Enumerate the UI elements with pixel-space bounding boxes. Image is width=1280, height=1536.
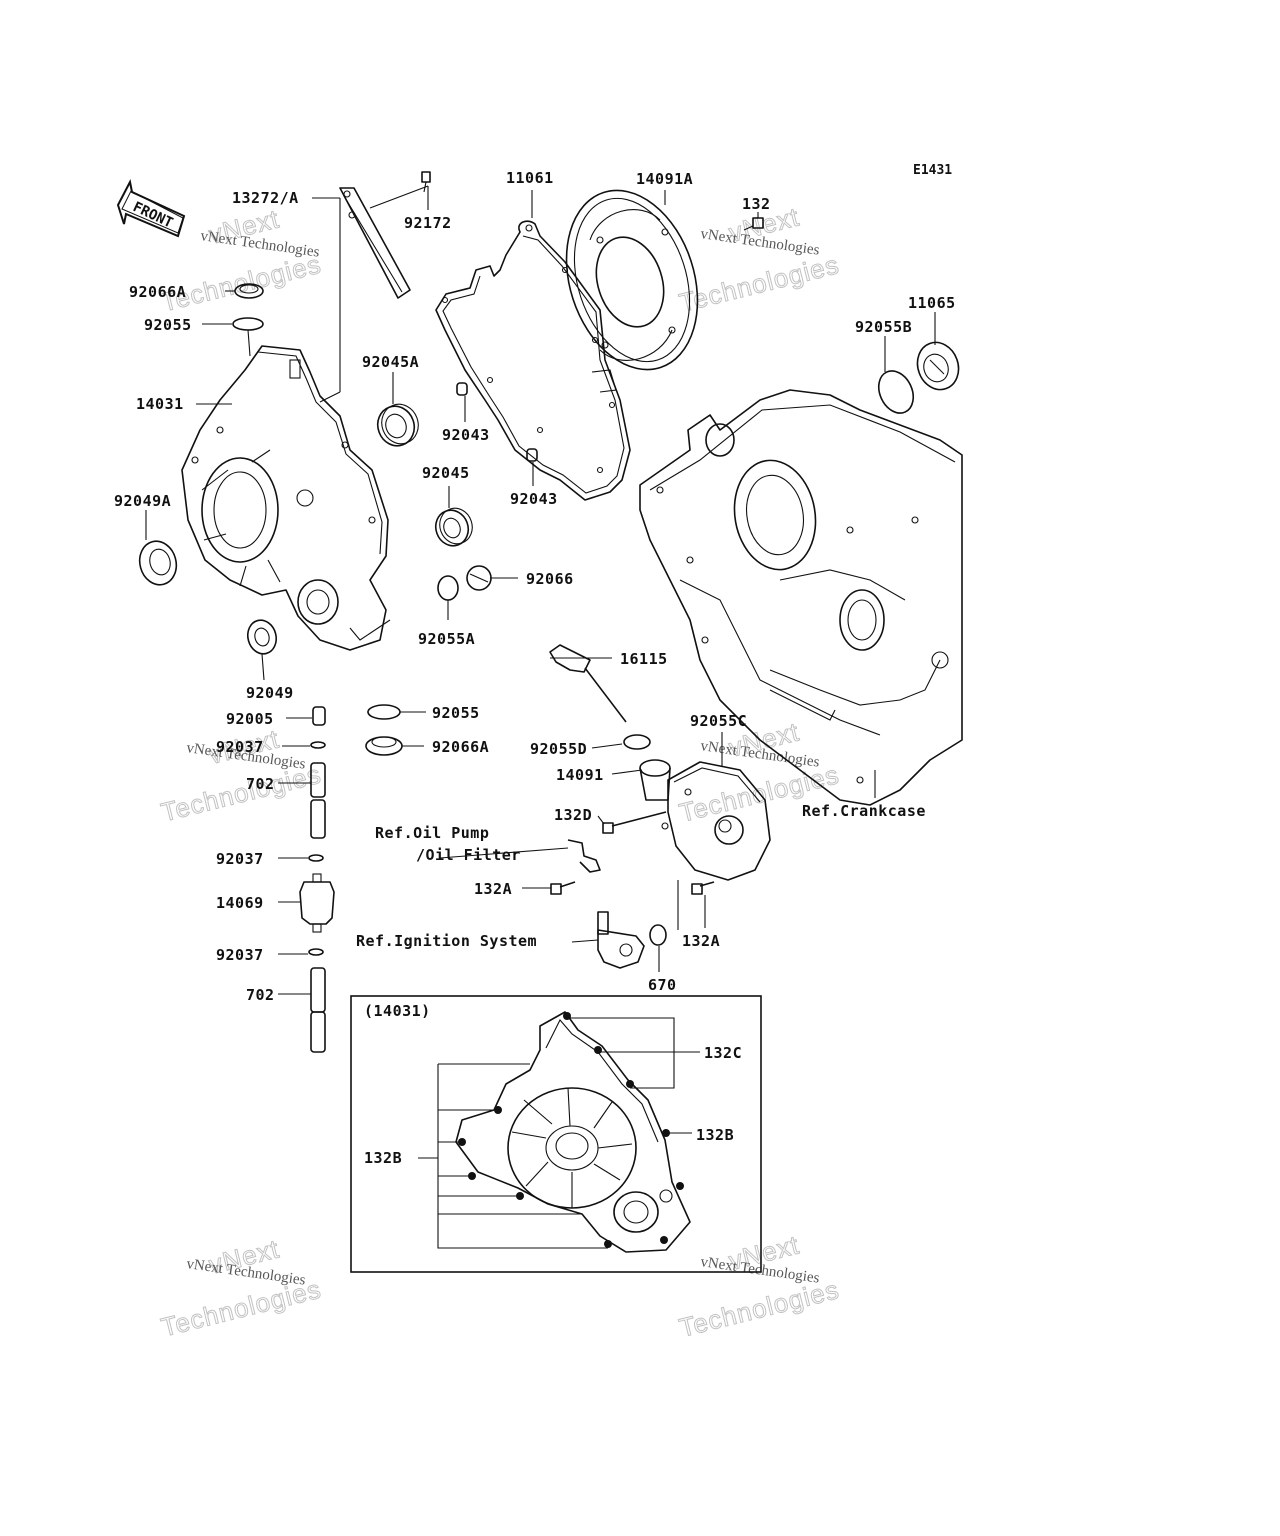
leader-lines	[145, 185, 936, 995]
cap-11065-drawing	[916, 341, 960, 391]
fitting-92005-drawing	[312, 706, 326, 726]
diagram-code: E1431	[913, 163, 952, 178]
callout-11065: 11065	[908, 294, 956, 312]
dowel-92043-b-drawing	[526, 448, 538, 462]
watermark-bottom-left: vNext vNext Technologies Technologies	[158, 1233, 325, 1343]
front-arrow-icon: FRONT	[116, 179, 186, 238]
reference-labels: Ref.Crankcase Ref.Oil Pump /Oil Filter R…	[356, 802, 926, 950]
inset-box: (14031)	[350, 995, 762, 1273]
watermark-top-right: vNext vNext Technologies Technologies	[676, 201, 843, 318]
watermark-text: Technologies	[158, 759, 324, 828]
watermark-bottom-right: vNext vNext Technologies Technologies	[676, 1229, 843, 1343]
callout-132B-left: 132B	[364, 1149, 402, 1167]
callout-702-b: 702	[246, 986, 275, 1004]
callout-92066A-top: 92066A	[129, 283, 186, 301]
plug-92066A-mid-drawing	[365, 736, 403, 756]
bolt-92172-drawing	[421, 171, 431, 193]
callout-702-a: 702	[246, 775, 275, 793]
bolt-132A-b-drawing	[691, 881, 715, 895]
callout-132A-a: 132A	[474, 880, 512, 898]
oring-92055D-drawing	[623, 734, 651, 750]
callout-92055C: 92055C	[690, 712, 747, 730]
seal-92049A-drawing	[138, 540, 178, 586]
watermark-group: vNext vNext Technologies Technologies vN…	[158, 201, 843, 1343]
callout-92037-b: 92037	[216, 850, 264, 868]
callout-16115: 16115	[620, 650, 668, 668]
ref-oil-filter: /Oil Filter	[416, 846, 521, 864]
callout-132: 132	[742, 195, 771, 213]
oring-92055A-drawing	[437, 575, 459, 601]
watermark-text: Technologies	[676, 1274, 842, 1343]
cover-14091-drawing	[661, 761, 771, 881]
callout-92043-a: 92043	[442, 426, 490, 444]
bracket-13272-drawing	[339, 187, 411, 299]
callout-92055-mid: 92055	[432, 704, 480, 722]
callout-13272: 13272/A	[232, 189, 299, 207]
ref-ignition-system: Ref.Ignition System	[356, 932, 537, 950]
callout-14031: 14031	[136, 395, 184, 413]
callout-132C: 132C	[704, 1044, 742, 1062]
bolt-132A-a-drawing	[550, 881, 576, 895]
callout-92055A: 92055A	[418, 630, 475, 648]
callout-132A-b: 132A	[682, 932, 720, 950]
callout-92037-c: 92037	[216, 946, 264, 964]
callout-92049A: 92049A	[114, 492, 171, 510]
callout-11061: 11061	[506, 169, 554, 187]
oring-92055-mid-drawing	[367, 704, 401, 720]
oring-670-drawing	[649, 924, 667, 946]
callout-92066A-mid: 92066A	[432, 738, 489, 756]
watermark-text: Technologies	[158, 1274, 324, 1343]
callout-14091A: 14091A	[636, 170, 693, 188]
callout-92043-b: 92043	[510, 490, 558, 508]
gasket-11061-drawing	[435, 220, 631, 501]
hose-assembly-drawing	[299, 741, 335, 1053]
bracket-oil-pump-drawing	[567, 839, 601, 873]
ref-oil-pump: Ref.Oil Pump	[375, 824, 489, 842]
bearing-92045A-drawing	[376, 403, 419, 447]
callout-92066: 92066	[526, 570, 574, 588]
callout-14091: 14091	[556, 766, 604, 784]
callout-92055D: 92055D	[530, 740, 587, 758]
callout-132D: 132D	[554, 806, 592, 824]
callout-92172: 92172	[404, 214, 452, 232]
plug-92066-drawing	[466, 565, 492, 591]
callout-92045A: 92045A	[362, 353, 419, 371]
inset-title: (14031)	[364, 1002, 431, 1020]
seal-92049-drawing	[246, 619, 278, 655]
callout-92037-a: 92037	[216, 738, 264, 756]
plate-14091A-drawing	[565, 189, 699, 371]
callout-92055-top: 92055	[144, 316, 192, 334]
bolt-132D-drawing	[602, 811, 667, 834]
ref-crankcase: Ref.Crankcase	[802, 802, 926, 820]
callout-670: 670	[648, 976, 677, 994]
callout-92055B: 92055B	[855, 318, 912, 336]
oring-92055-top-drawing	[232, 317, 264, 331]
sensor-ignition-drawing	[597, 911, 645, 969]
cover-14031-drawing	[181, 345, 391, 651]
callout-92049: 92049	[246, 684, 294, 702]
watermark-text: Technologies	[676, 249, 842, 318]
bearing-92045-drawing	[434, 507, 473, 547]
oring-92055B-drawing	[877, 370, 915, 414]
callout-92005: 92005	[226, 710, 274, 728]
dowel-92043-a-drawing	[456, 382, 468, 396]
inset-leaders	[418, 1017, 700, 1249]
callout-labels: 13272/A 92172 11061 14091A 132 11065 920…	[114, 169, 956, 1004]
fitting-14091-drawing	[639, 759, 671, 801]
callout-14069: 14069	[216, 894, 264, 912]
callout-132B-right: 132B	[696, 1126, 734, 1144]
dipstick-16115-drawing	[549, 644, 627, 723]
inset-cover-drawing	[455, 1011, 691, 1253]
callout-92045: 92045	[422, 464, 470, 482]
crankcase-drawing	[639, 389, 963, 806]
